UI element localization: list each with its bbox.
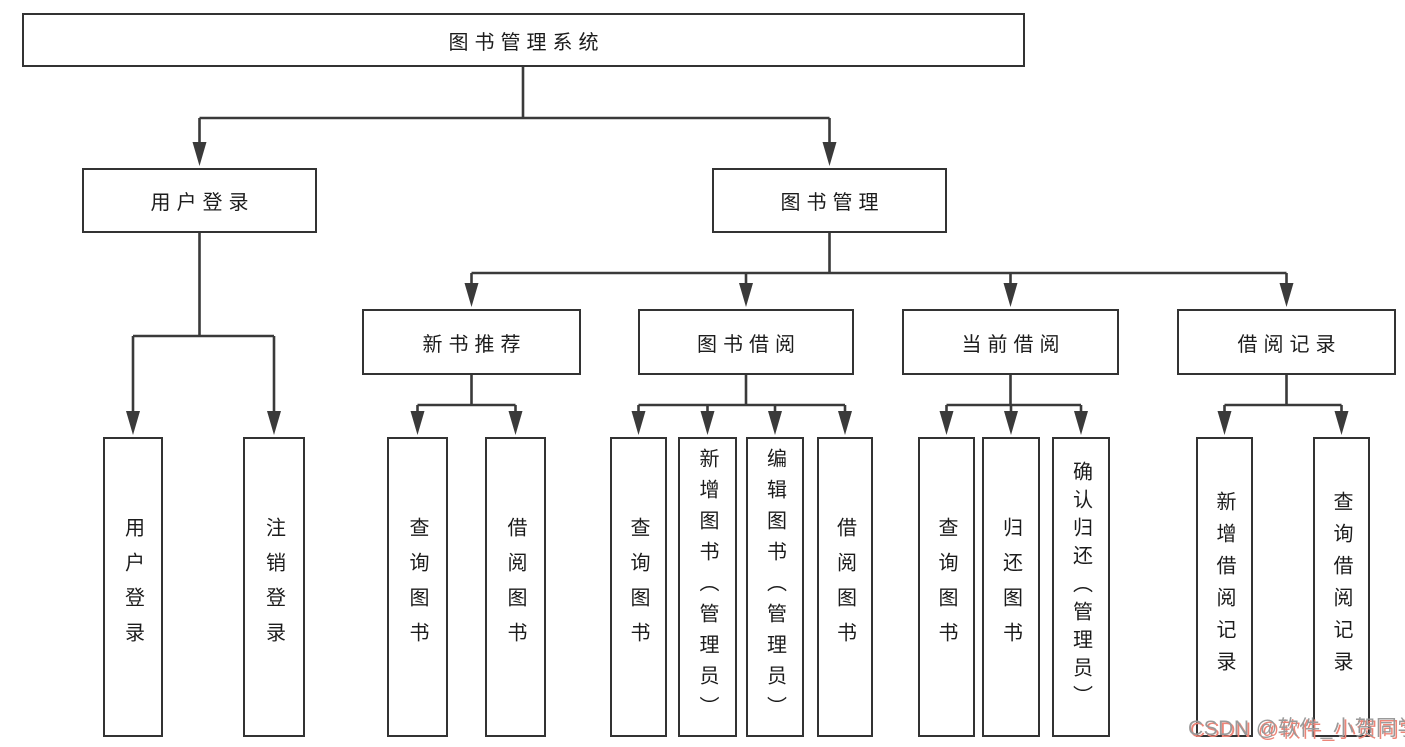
node-book-management: 图书管理	[712, 168, 947, 233]
leaf-borrow-books-recommend-label: 借阅图书	[504, 517, 526, 657]
leaf-return-book: 归还图书	[982, 437, 1040, 737]
node-user-login: 用户登录	[82, 168, 317, 233]
connector-current-borrow-children	[939, 375, 1088, 435]
leaf-query-borrow-record-label: 查询借阅记录	[1330, 491, 1352, 683]
leaf-query-books-current: 查询图书	[918, 437, 975, 737]
leaf-confirm-return-admin-label: 确认归还（管理员）	[1069, 461, 1092, 713]
leaf-query-books-borrow-label: 查询图书	[627, 517, 649, 657]
leaf-borrow-books-recommend: 借阅图书	[485, 437, 546, 737]
connector-book-management-children	[464, 233, 1294, 307]
leaf-add-book-admin-label: 新增图书（管理员）	[696, 447, 718, 727]
connector-root-to-level2	[192, 67, 837, 166]
node-book-borrow: 图书借阅	[638, 309, 854, 375]
leaf-query-books-recommend: 查询图书	[387, 437, 448, 737]
leaf-query-books-borrow: 查询图书	[610, 437, 667, 737]
leaf-confirm-return-admin: 确认归还（管理员）	[1052, 437, 1110, 737]
leaf-query-books-recommend-label: 查询图书	[406, 517, 428, 657]
leaf-add-borrow-record: 新增借阅记录	[1196, 437, 1253, 737]
leaf-user-login: 用户登录	[103, 437, 163, 737]
leaf-add-book-admin: 新增图书（管理员）	[678, 437, 737, 737]
leaf-edit-book-admin: 编辑图书（管理员）	[746, 437, 804, 737]
node-library-management-system: 图书管理系统	[22, 13, 1025, 67]
leaf-edit-book-admin-label: 编辑图书（管理员）	[763, 447, 786, 727]
leaf-query-borrow-record: 查询借阅记录	[1313, 437, 1370, 737]
connector-new-book-recommend-children	[410, 375, 523, 435]
leaf-return-book-label: 归还图书	[999, 517, 1022, 657]
csdn-watermark: CSDN @软件_小贺同学	[1188, 717, 1405, 740]
connector-user-login-children	[126, 233, 281, 435]
node-borrow-records: 借阅记录	[1177, 309, 1396, 375]
leaf-borrow-books-borrow: 借阅图书	[817, 437, 873, 737]
leaf-add-borrow-record-label: 新增借阅记录	[1213, 491, 1235, 683]
leaf-logout: 注销登录	[243, 437, 305, 737]
connector-borrow-records-children	[1217, 375, 1349, 435]
leaf-user-login-label: 用户登录	[121, 517, 144, 657]
leaf-borrow-books-borrow-label: 借阅图书	[833, 517, 856, 657]
leaf-logout-label: 注销登录	[262, 517, 285, 657]
leaf-query-books-current-label: 查询图书	[935, 517, 957, 657]
node-new-book-recommend: 新书推荐	[362, 309, 581, 375]
connector-book-borrow-children	[631, 375, 852, 435]
node-current-borrow: 当前借阅	[902, 309, 1119, 375]
